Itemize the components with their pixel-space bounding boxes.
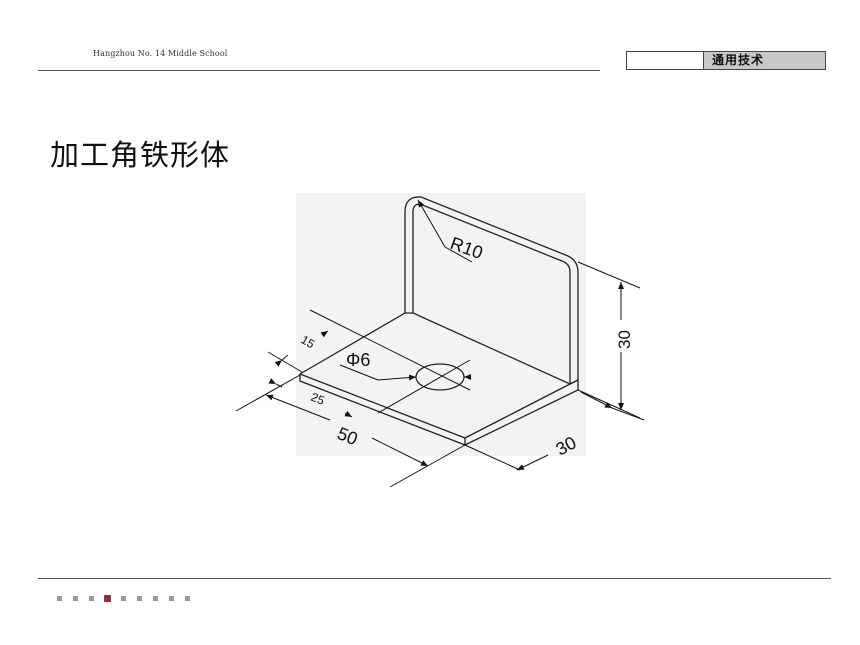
dim-hole-diameter: Φ6 <box>346 350 370 370</box>
subject-label: 通用技术 <box>704 52 825 69</box>
dim-length: 50 <box>335 423 361 449</box>
page-dot[interactable] <box>89 596 94 601</box>
dim-hole-offset-long: 25 <box>309 390 327 408</box>
page-dot-active[interactable] <box>104 595 111 602</box>
page-dots <box>57 595 190 602</box>
slide-title: 加工角铁形体 <box>50 138 231 172</box>
school-name: Hangzhou No. 14 Middle School <box>93 49 228 58</box>
page-dot[interactable] <box>73 596 78 601</box>
subject-blank <box>627 52 704 69</box>
dim-radius: R10 <box>448 233 486 263</box>
page-dot[interactable] <box>185 596 190 601</box>
page-dot[interactable] <box>169 596 174 601</box>
subject-box: 通用技术 <box>626 51 826 70</box>
dim-height: 30 <box>615 330 634 349</box>
dim-hole-offset-short: 15 <box>299 332 318 351</box>
page-dot[interactable] <box>57 596 62 601</box>
vertical-plate <box>404 196 579 386</box>
footer-divider <box>38 578 831 579</box>
dim-depth: 30 <box>552 432 579 459</box>
page-dot[interactable] <box>153 596 158 601</box>
base-plate <box>299 312 579 446</box>
drawing-background <box>296 193 586 456</box>
header-divider <box>38 70 600 71</box>
page-dot[interactable] <box>137 596 142 601</box>
page-dot[interactable] <box>121 596 126 601</box>
